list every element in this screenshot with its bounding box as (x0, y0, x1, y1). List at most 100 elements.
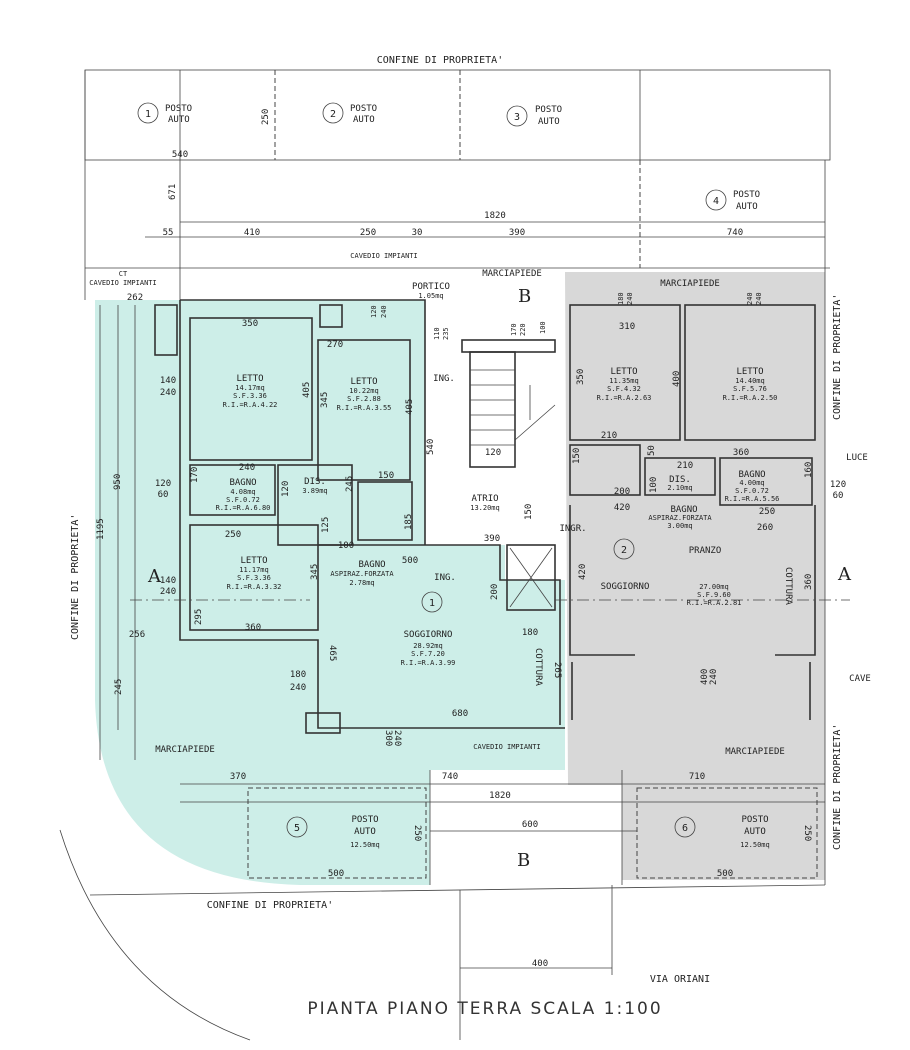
svg-text:ASPIRAZ.FORZATA: ASPIRAZ.FORZATA (330, 570, 394, 578)
svg-text:1820: 1820 (489, 791, 511, 801)
svg-text:240: 240 (239, 463, 255, 473)
parking-6 (636, 787, 818, 879)
svg-text:12.50mq: 12.50mq (740, 841, 770, 849)
svg-text:120: 120 (830, 480, 846, 490)
svg-text:210: 210 (601, 431, 617, 441)
svg-text:250: 250 (802, 825, 812, 841)
svg-text:180: 180 (617, 292, 625, 305)
svg-text:R.I.=R.A.2.81: R.I.=R.A.2.81 (687, 599, 742, 607)
svg-text:S.F.7.20: S.F.7.20 (411, 650, 445, 658)
room-bagno-u2-2 (719, 457, 813, 506)
drawing-title: PIANTA PIANO TERRA SCALA 1:100 (307, 999, 662, 1019)
svg-text:125: 125 (321, 517, 331, 533)
svg-text:A: A (147, 566, 162, 587)
svg-text:AUTO: AUTO (354, 827, 376, 837)
street-name: VIA ORIANI (650, 974, 710, 985)
svg-text:240: 240 (755, 292, 763, 305)
svg-text:270: 270 (327, 340, 343, 350)
svg-text:260: 260 (757, 523, 773, 533)
parking-5 (247, 787, 427, 879)
svg-text:MARCIAPIEDE: MARCIAPIEDE (482, 269, 542, 279)
svg-text:LETTO: LETTO (240, 556, 267, 566)
svg-text:13.20mq: 13.20mq (470, 504, 500, 512)
svg-text:R.I.=R.A.3.32: R.I.=R.A.3.32 (227, 583, 282, 591)
svg-text:1195: 1195 (96, 518, 106, 540)
stair-atrium (430, 330, 560, 545)
svg-text:170: 170 (190, 467, 200, 483)
svg-text:256: 256 (129, 630, 145, 640)
svg-text:240: 240 (290, 683, 306, 693)
svg-text:POSTO: POSTO (733, 190, 760, 200)
svg-text:350: 350 (576, 369, 586, 385)
svg-text:R.I.=R.A.3.99: R.I.=R.A.3.99 (401, 659, 456, 667)
svg-text:710: 710 (689, 772, 705, 782)
svg-text:250: 250 (759, 507, 775, 517)
svg-text:420: 420 (578, 564, 588, 580)
svg-text:CAVEDIO IMPIANTI: CAVEDIO IMPIANTI (473, 743, 540, 751)
svg-text:350: 350 (242, 319, 258, 329)
room-letto-1 (189, 317, 313, 461)
svg-text:3: 3 (514, 112, 520, 123)
svg-text:B: B (517, 850, 530, 871)
svg-text:COTTURA: COTTURA (533, 648, 543, 687)
unit-2-number: 2 (621, 545, 627, 556)
svg-text:AUTO: AUTO (736, 202, 758, 212)
svg-text:S.F.3.36: S.F.3.36 (233, 392, 267, 400)
svg-text:240: 240 (160, 587, 176, 597)
svg-text:240: 240 (160, 388, 176, 398)
svg-text:210: 210 (677, 461, 693, 471)
top-parking-area (84, 69, 831, 161)
svg-text:A: A (837, 564, 852, 585)
svg-text:6: 6 (682, 823, 688, 834)
svg-text:360: 360 (245, 623, 261, 633)
svg-text:POSTO: POSTO (350, 104, 377, 114)
svg-text:14.40mq: 14.40mq (735, 377, 765, 385)
svg-text:LUCE: LUCE (846, 453, 868, 463)
svg-text:262: 262 (127, 293, 143, 303)
svg-text:28.92mq: 28.92mq (413, 642, 443, 650)
svg-text:LETTO: LETTO (350, 377, 377, 387)
svg-text:390: 390 (509, 228, 525, 238)
svg-text:S.F.0.72: S.F.0.72 (735, 487, 769, 495)
svg-text:R.I.=R.A.2.50: R.I.=R.A.2.50 (723, 394, 778, 402)
svg-text:AUTO: AUTO (538, 117, 560, 127)
room-dis-u2 (644, 457, 716, 496)
room-bagno-2 (357, 481, 413, 541)
svg-text:BAGNO: BAGNO (358, 560, 385, 570)
svg-text:5: 5 (294, 823, 300, 834)
boundary-right-bottom: CONFINE DI PROPRIETA' (832, 724, 843, 850)
lift (506, 544, 556, 611)
svg-text:100: 100 (539, 321, 547, 334)
svg-text:ING.: ING. (434, 573, 456, 583)
svg-text:MARCIAPIEDE: MARCIAPIEDE (660, 279, 720, 289)
svg-text:240: 240 (380, 305, 388, 318)
boundary-left: CONFINE DI PROPRIETA' (70, 514, 81, 640)
svg-text:CAVE: CAVE (849, 674, 871, 684)
svg-text:265: 265 (552, 662, 562, 678)
boundary-right-top: CONFINE DI PROPRIETA' (832, 294, 843, 420)
svg-text:240: 240 (392, 730, 402, 746)
svg-text:BAGNO: BAGNO (229, 478, 256, 488)
cavedio-left (154, 304, 178, 356)
svg-text:400: 400 (700, 669, 710, 685)
svg-text:1820: 1820 (484, 211, 506, 221)
svg-text:DIS.: DIS. (304, 477, 326, 487)
svg-text:S.F.2.88: S.F.2.88 (347, 395, 381, 403)
stair (469, 351, 516, 468)
svg-text:S.F.3.36: S.F.3.36 (237, 574, 271, 582)
svg-text:3.00mq: 3.00mq (667, 522, 692, 530)
svg-text:14.17mq: 14.17mq (235, 384, 265, 392)
svg-text:60: 60 (833, 491, 844, 501)
svg-text:410: 410 (244, 228, 260, 238)
svg-text:100: 100 (649, 477, 659, 493)
svg-text:AUTO: AUTO (168, 115, 190, 125)
svg-text:300: 300 (383, 730, 393, 746)
svg-text:465: 465 (327, 645, 337, 661)
boundary-top: CONFINE DI PROPRIETA' (377, 55, 503, 66)
svg-text:180: 180 (522, 628, 538, 638)
unit-2-area (565, 272, 825, 880)
svg-text:420: 420 (614, 503, 630, 513)
svg-text:120: 120 (485, 448, 501, 458)
svg-text:POSTO: POSTO (535, 105, 562, 115)
svg-text:250: 250 (412, 825, 422, 841)
